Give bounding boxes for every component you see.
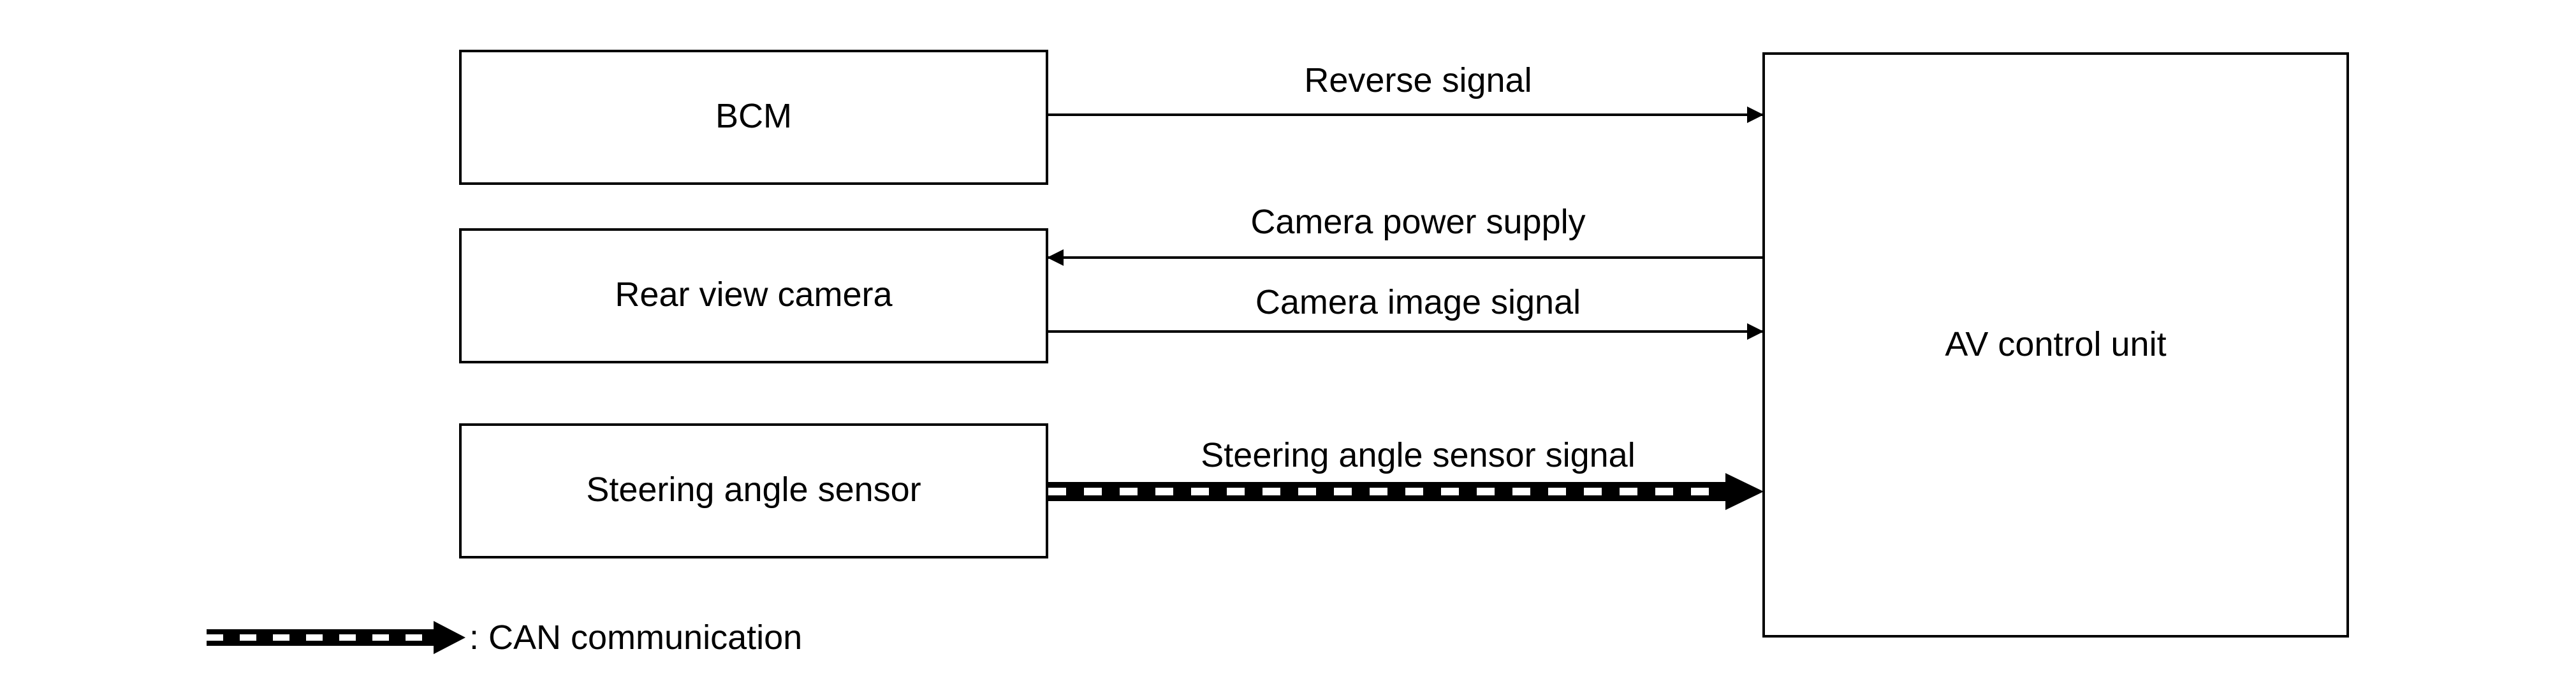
reverse-signal-connector: Reverse signal [1047,61,1764,123]
steering-angle-sensor-block: Steering angle sensor [459,423,1048,558]
camera-power-supply-connector: Camera power supply [1047,203,1764,266]
bcm-label: BCM [715,97,792,135]
reverse-signal-label: Reverse signal [1304,61,1532,99]
steering-angle-sensor-box [459,423,1048,558]
rear-view-camera-block: Rear view camera [459,228,1048,363]
camera-power-supply-label: Camera power supply [1250,203,1585,241]
legend: : CAN communication [207,618,802,657]
steering-angle-sensor-signal-connector: Steering angle sensor signal [1048,436,1764,510]
rear-view-camera-label: Rear view camera [615,275,893,314]
camera-image-signal-label: Camera image signal [1255,283,1581,321]
av-control-unit-box [1762,52,2349,638]
can-line-arrowhead [1725,473,1764,510]
rear-view-camera-box [459,228,1048,363]
legend-can-arrowhead [434,621,465,654]
legend-can-label: : CAN communication [469,618,802,657]
av-control-unit-label: AV control unit [1945,325,2166,363]
camera-image-signal-connector: Camera image signal [1047,283,1764,340]
av-control-unit-block: AV control unit [1762,52,2349,638]
bcm-block: BCM [459,50,1048,185]
bcm-box [459,50,1048,185]
steering-angle-sensor-signal-label: Steering angle sensor signal [1201,436,1635,474]
steering-angle-sensor-label: Steering angle sensor [586,471,921,509]
